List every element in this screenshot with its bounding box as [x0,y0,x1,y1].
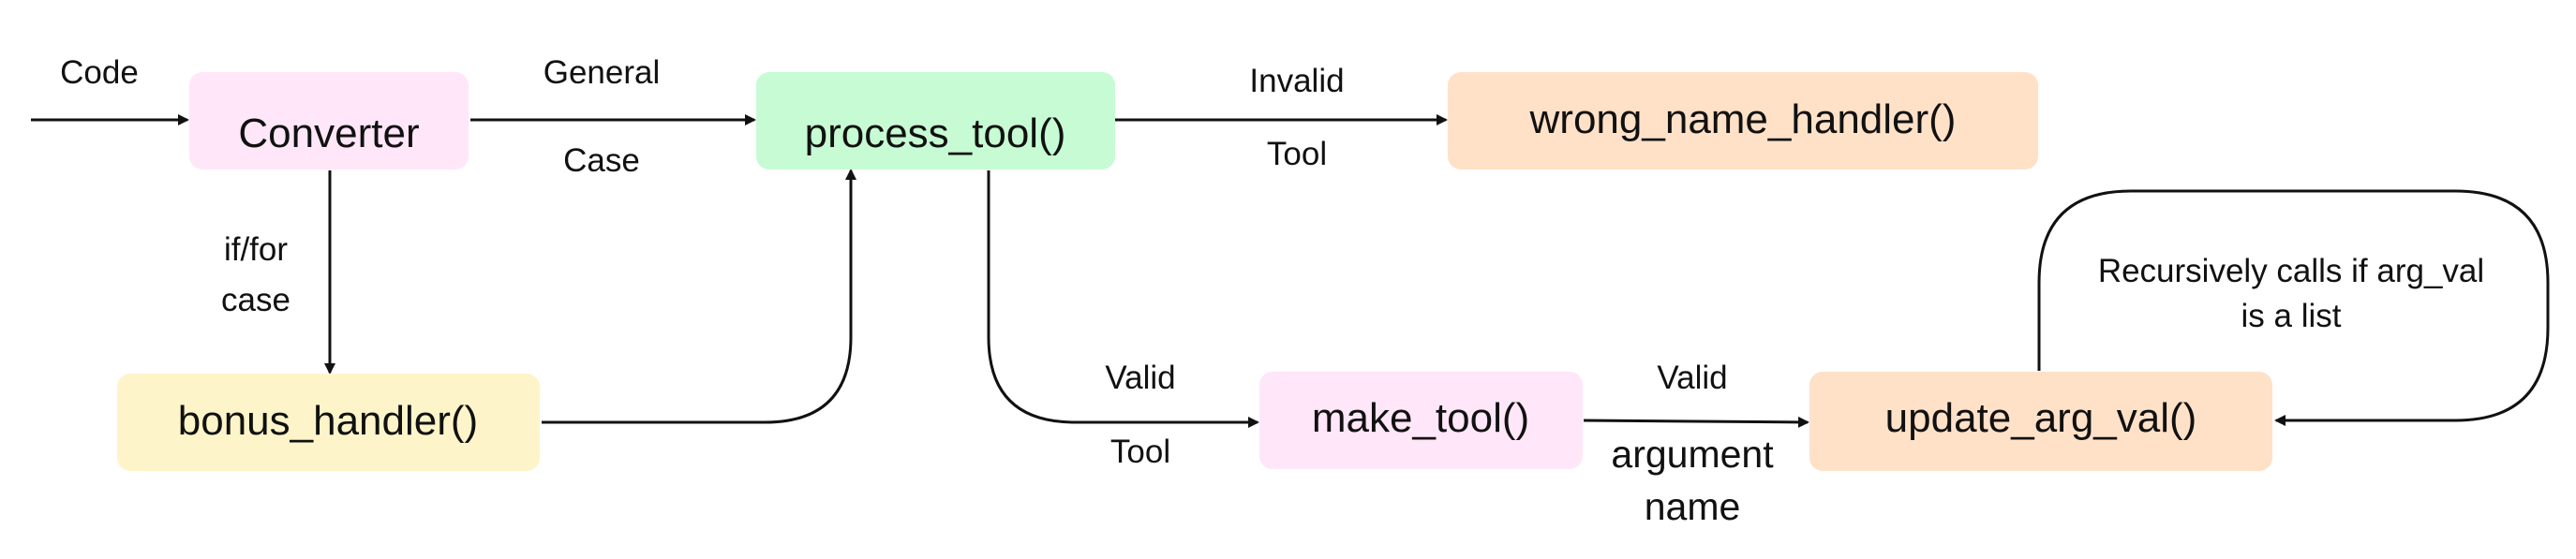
label-invalid: Invalid [1249,63,1344,99]
label-recursion-line2: is a list [2241,298,2342,334]
make-tool-label: make_tool() [1312,395,1529,441]
label-valid-argument: Valid [1657,360,1727,396]
label-name: name [1645,485,1741,528]
node-wrong-name-handler: wrong_name_handler() [1448,72,2038,169]
edge-bonus-handler-to-process-tool [542,169,856,424]
bonus-handler-label: bonus_handler() [178,398,478,444]
label-recursion-line1: Recursively calls if arg_val [2098,253,2484,289]
bonus-handler-box [117,374,540,471]
node-update-arg-val: update_arg_val() [1809,372,2272,471]
label-invalid-tool: Tool [1267,136,1327,172]
label-if-for: if/for [224,231,288,268]
node-bonus-handler: bonus_handler() [117,374,540,471]
update-arg-val-box [1809,372,2272,471]
label-code: Code [60,54,139,91]
label-general: General [543,54,661,91]
edge-make-tool-to-update-arg-val [1583,416,1809,428]
label-case: Case [563,142,640,179]
edge-process-tool-to-make-tool [987,170,1259,428]
node-process-tool: process_tool() [756,72,1115,169]
converter-box [189,72,469,169]
process-tool-box [756,72,1115,169]
make-tool-box [1259,372,1583,469]
wrong-name-handler-label: wrong_name_handler() [1529,96,1957,142]
process-tool-label: process_tool() [805,110,1066,156]
edge-update-arg-val-recursion [2037,189,2550,426]
wrong-name-handler-box [1448,72,2038,169]
label-valid-tool: Tool [1110,434,1170,470]
update-arg-val-label: update_arg_val() [1885,395,2197,441]
label-argument: argument [1611,433,1774,476]
label-if-for-case: case [221,282,290,318]
node-make-tool: make_tool() [1259,372,1583,469]
converter-label: Converter [238,110,419,156]
label-valid: Valid [1105,360,1175,396]
node-converter: Converter [189,72,469,169]
